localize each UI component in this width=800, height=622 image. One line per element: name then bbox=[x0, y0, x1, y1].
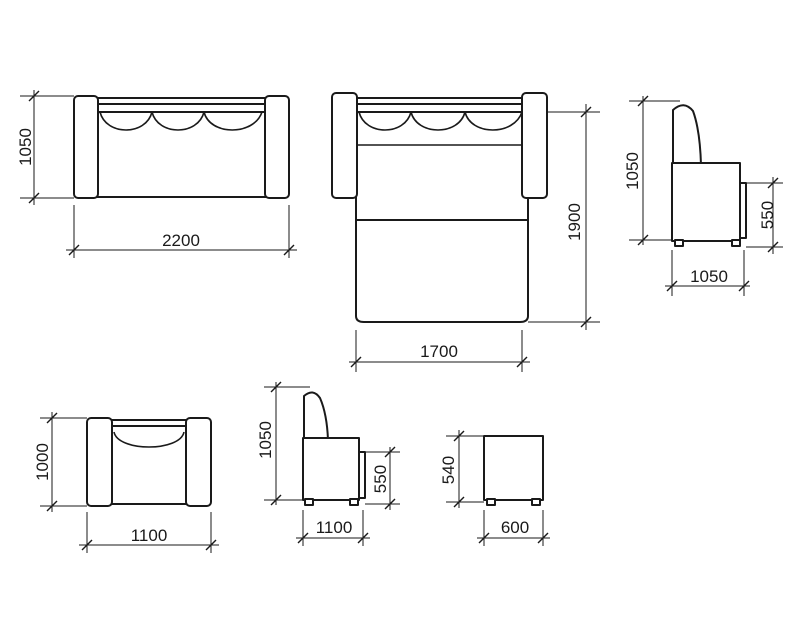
sofa-top-view bbox=[73, 95, 290, 199]
chair-side-front-leg bbox=[349, 498, 359, 506]
sofa-side-view bbox=[671, 104, 747, 247]
pouf-body bbox=[483, 435, 544, 501]
dim-label-chair-side-depth: 1100 bbox=[316, 518, 353, 537]
side-seat-front bbox=[739, 182, 747, 239]
sofa-right-arm bbox=[264, 95, 290, 199]
dim-label-sofa-width: 2200 bbox=[162, 231, 200, 250]
sofa-seat-body bbox=[96, 97, 268, 198]
sofabed-right-arm bbox=[521, 92, 548, 199]
chair-side-seat-front bbox=[358, 451, 366, 499]
armchair-seat-body bbox=[107, 419, 191, 505]
sofa-width-dimension: 2200 bbox=[66, 205, 297, 258]
armchair-cushion bbox=[113, 431, 185, 448]
sofabed-mattress-extension bbox=[355, 196, 529, 323]
chair-side-back-leg bbox=[304, 498, 314, 506]
armchair-side-view bbox=[302, 391, 366, 506]
dim-label-sofa-height: 1050 bbox=[16, 128, 35, 166]
chair-side-seat-dimension: 550 bbox=[365, 446, 400, 510]
sofabed-left-arm bbox=[331, 92, 358, 199]
dim-label-bed-width: 1700 bbox=[420, 342, 458, 361]
sofa-cushions bbox=[99, 111, 263, 131]
sofabed-seat-body bbox=[355, 97, 529, 221]
side-back-leg bbox=[674, 239, 684, 247]
pouf-right-leg bbox=[531, 498, 541, 506]
sofabed-backrest bbox=[355, 103, 529, 113]
sofa-backrest bbox=[96, 103, 268, 113]
pouf-width-dimension: 600 bbox=[477, 510, 550, 546]
side-backrest bbox=[672, 104, 702, 166]
armchair-top-view bbox=[86, 417, 212, 507]
dim-label-armchair-depth: 1000 bbox=[33, 443, 52, 481]
dim-label-pouf-height: 540 bbox=[439, 456, 458, 484]
sofa-height-dimension: 1050 bbox=[16, 90, 74, 205]
chair-side-depth-dimension: 1100 bbox=[296, 510, 370, 546]
armchair-right-arm bbox=[185, 417, 212, 507]
dim-label-side-depth: 1050 bbox=[690, 267, 728, 286]
side-seat-dimension: 550 bbox=[746, 177, 783, 254]
pouf-side-view bbox=[483, 435, 544, 506]
sofabed-length-dimension: 1900 bbox=[528, 104, 600, 330]
sofabed-top-view bbox=[331, 92, 548, 323]
side-seat-body bbox=[671, 162, 741, 242]
armchair-left-arm bbox=[86, 417, 113, 507]
chair-side-backrest bbox=[303, 391, 329, 441]
sofabed-width-dimension: 1700 bbox=[349, 330, 530, 372]
dim-label-armchair-width: 1100 bbox=[131, 526, 168, 545]
chair-side-height-dimension: 1050 bbox=[256, 381, 310, 506]
armchair-width-dimension: 1100 bbox=[79, 512, 219, 553]
dim-label-bed-length: 1900 bbox=[565, 203, 584, 241]
dim-label-pouf-width: 600 bbox=[501, 518, 529, 537]
armchair-depth-dimension: 1000 bbox=[33, 412, 87, 512]
dim-label-side-seat-height: 550 bbox=[758, 201, 777, 229]
dim-label-side-height: 1050 bbox=[623, 152, 642, 190]
pouf-left-leg bbox=[486, 498, 496, 506]
sofabed-cushions bbox=[358, 111, 523, 131]
side-depth-dimension: 1050 bbox=[665, 250, 750, 296]
dim-label-chair-side-seat-height: 550 bbox=[371, 465, 390, 493]
side-height-dimension: 1050 bbox=[623, 95, 680, 246]
pouf-height-dimension: 540 bbox=[439, 430, 484, 508]
side-front-leg bbox=[731, 239, 741, 247]
chair-side-seat-body bbox=[302, 437, 360, 501]
sofa-left-arm bbox=[73, 95, 99, 199]
dim-label-chair-side-height: 1050 bbox=[256, 421, 275, 459]
